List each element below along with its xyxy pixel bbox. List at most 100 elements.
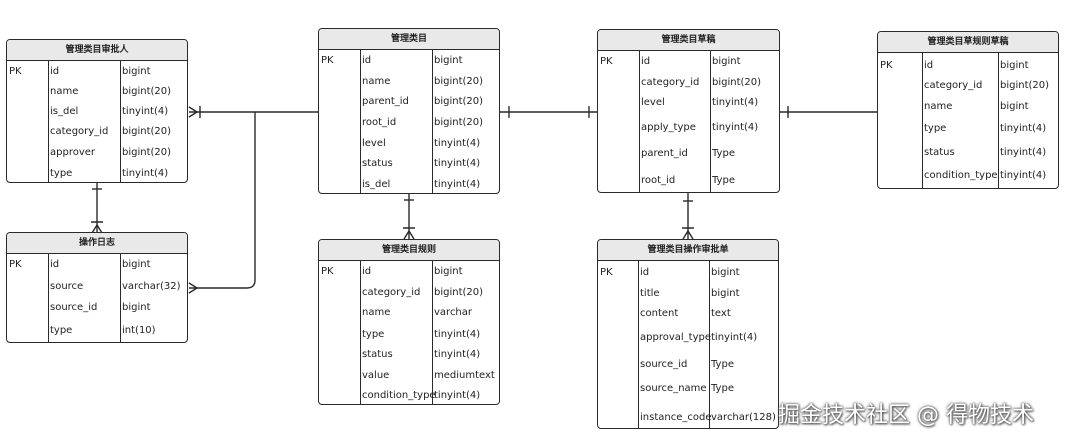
field-name: title [640, 288, 660, 299]
field-type: text [711, 308, 731, 319]
column-divider [360, 261, 361, 404]
field-type: bigint(20) [122, 126, 172, 137]
field-type: tinyint(4) [122, 106, 169, 117]
table-title: 管理类目 [319, 29, 499, 50]
field-name: status [362, 158, 393, 169]
field-type: tinyint(4) [434, 138, 481, 149]
marker-many-oplog-left [188, 282, 199, 294]
primary-key-label: PK [9, 66, 22, 77]
field-type: bigint [1000, 101, 1029, 112]
field-type: tinyint(4) [1000, 123, 1047, 134]
field-name: is_del [50, 106, 79, 117]
column-divider [120, 61, 121, 182]
field-type: bigint(20) [122, 86, 172, 97]
field-name: name [924, 101, 953, 112]
field-type: tinyint(4) [1000, 147, 1047, 158]
field-type: bigint [711, 288, 740, 299]
field-type: bigint(20) [434, 287, 484, 298]
field-name: level [362, 138, 386, 149]
column-divider [710, 51, 711, 192]
field-name: id [640, 267, 650, 278]
field-name: category_id [924, 80, 983, 91]
field-type: Type [712, 175, 735, 186]
field-name: root_id [641, 175, 676, 186]
field-type: bigint [122, 302, 151, 313]
field-type: tinyint(4) [434, 349, 481, 360]
link-category-oplog [189, 112, 256, 289]
table-title: 管理类目操作审批单 [598, 240, 778, 261]
column-divider [120, 254, 121, 342]
field-name: category_id [50, 126, 109, 137]
column-divider [638, 261, 639, 428]
field-type: bigint(20) [122, 147, 172, 158]
marker-many-oplog [91, 221, 103, 234]
marker-many-approver [188, 106, 201, 118]
column-divider [639, 51, 640, 192]
field-name: id [924, 60, 934, 71]
field-type: tinyint(4) [434, 390, 481, 401]
field-name: id [362, 55, 372, 66]
column-divider [48, 254, 49, 342]
column-divider [432, 261, 433, 404]
primary-key-label: PK [321, 266, 334, 277]
field-type: bigint [711, 267, 740, 278]
field-name: condition_type [924, 170, 998, 181]
field-name: content [640, 308, 679, 319]
field-type: mediumtext [434, 370, 495, 381]
field-type: bigint(20) [434, 76, 484, 87]
field-type: bigint [434, 55, 463, 66]
field-type: tinyint(4) [122, 168, 169, 179]
table-body: PK id bigint name bigint(20) is_del tinyint(4)… [7, 61, 187, 182]
field-type: bigint [1000, 60, 1029, 71]
field-name: apply_type [641, 122, 696, 133]
column-divider [432, 50, 433, 193]
field-type: bigint [712, 56, 741, 67]
column-divider [922, 53, 923, 188]
field-name: type [924, 123, 947, 134]
marker-many-rule [403, 227, 415, 240]
field-type: tinyint(4) [434, 158, 481, 169]
field-name: status [924, 147, 955, 158]
field-name: category_id [362, 287, 421, 298]
table-title: 管理类目草规则草稿 [878, 32, 1058, 53]
field-name: approver [50, 147, 96, 158]
field-name: id [362, 266, 372, 277]
column-divider [709, 261, 710, 428]
field-type: tinyint(4) [434, 329, 481, 340]
field-name: category_id [641, 77, 700, 88]
column-divider [360, 50, 361, 193]
field-type: tinyint(4) [712, 122, 759, 133]
field-name: id [50, 259, 60, 270]
field-type: tinyint(4) [711, 332, 758, 343]
field-type: int(10) [122, 325, 156, 336]
field-name: condition_type [362, 390, 436, 401]
field-type: bigint(20) [434, 96, 484, 107]
marker-many-approval [682, 227, 694, 240]
field-name: id [50, 66, 60, 77]
field-name: source_name [640, 383, 707, 394]
field-type: Type [711, 359, 734, 370]
field-name: root_id [362, 117, 397, 128]
field-name: name [362, 76, 391, 87]
field-type: bigint [122, 66, 151, 77]
field-name: is_del [362, 179, 391, 190]
table-title: 管理类目审批人 [7, 40, 187, 61]
field-type: varchar [434, 307, 473, 318]
field-name: value [362, 370, 390, 381]
field-name: name [50, 86, 79, 97]
field-name: instance_code [640, 412, 712, 423]
table-title: 操作日志 [7, 233, 187, 254]
field-type: tinyint(4) [712, 97, 759, 108]
field-name: source [50, 281, 84, 292]
